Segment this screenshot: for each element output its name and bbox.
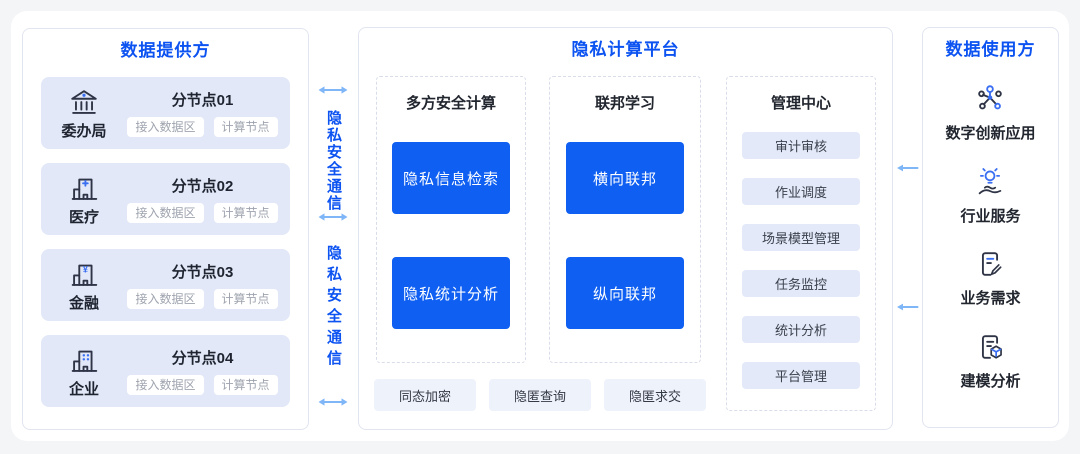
consumer-item: 业务需求 xyxy=(960,247,1021,308)
capability-chip-row: 同态加密 隐匿查询 隐匿求交 xyxy=(374,379,706,411)
provider-node-title: 分节点01 xyxy=(171,92,234,109)
left-arrow-icon xyxy=(896,162,919,174)
data-provider-title: 数据提供方 xyxy=(120,41,211,60)
data-consumer-panel: 数据使用方 xyxy=(922,27,1059,428)
consumer-item-label: 建模分析 xyxy=(960,372,1021,390)
compute-node-tag: 计算节点 xyxy=(213,289,278,309)
finance-building-icon: ¥ xyxy=(67,258,101,292)
document-cube-icon xyxy=(973,330,1007,364)
provider-node-title: 分节点03 xyxy=(171,264,234,281)
mpc-column: 多方安全计算 隐私信息检索 隐私统计分析 xyxy=(376,76,526,363)
consumer-item-label: 行业服务 xyxy=(960,207,1021,225)
provider-icon-col: 委办局 xyxy=(41,86,127,141)
provider-node-label: 金融 xyxy=(68,294,99,312)
federated-learning-column: 联邦学习 横向联邦 纵向联邦 xyxy=(549,76,701,363)
consumer-item: 行业服务 xyxy=(960,165,1021,226)
access-data-zone-tag: 接入数据区 xyxy=(127,203,204,223)
audit-review-pill[interactable]: 审计审核 xyxy=(742,132,860,159)
management-item-list: 审计审核 作业调度 场景模型管理 任务监控 统计分析 平台管理 xyxy=(727,132,875,389)
compute-node-tag: 计算节点 xyxy=(213,375,278,395)
provider-node-card: 医疗 分节点02 接入数据区 计算节点 xyxy=(41,163,290,235)
lightbulb-hand-icon xyxy=(973,165,1007,199)
access-data-zone-tag: 接入数据区 xyxy=(127,117,204,137)
provider-node-label: 委办局 xyxy=(61,122,107,140)
provider-node-label: 医疗 xyxy=(68,208,99,226)
provider-node-title: 分节点02 xyxy=(171,178,234,195)
network-nodes-icon xyxy=(973,82,1007,116)
consumer-item-list: 数字创新应用 行业服 xyxy=(923,61,1058,416)
double-arrow-icon xyxy=(317,211,349,223)
mpc-column-title: 多方安全计算 xyxy=(405,95,496,112)
provider-node-list: 委办局 分节点01 接入数据区 计算节点 xyxy=(23,77,308,407)
data-consumer-title: 数据使用方 xyxy=(945,40,1036,59)
management-center-column: 管理中心 审计审核 作业调度 场景模型管理 任务监控 统计分析 平台管理 xyxy=(726,76,876,411)
privacy-platform-title: 隐私计算平台 xyxy=(571,40,680,59)
anonymous-query-chip[interactable]: 隐匿查询 xyxy=(489,379,591,411)
provider-node-title: 分节点04 xyxy=(171,350,234,367)
provider-node-label: 企业 xyxy=(68,380,99,398)
government-building-icon xyxy=(67,86,101,120)
scenario-model-management-pill[interactable]: 场景模型管理 xyxy=(742,224,860,251)
private-set-intersection-chip[interactable]: 隐匿求交 xyxy=(604,379,706,411)
privacy-platform-panel: 隐私计算平台 多方安全计算 隐私信息检索 隐私统计分析 联邦学习 横向联邦 纵向… xyxy=(358,27,893,430)
provider-icon-col: ¥ 金融 xyxy=(41,258,127,313)
access-data-zone-tag: 接入数据区 xyxy=(127,289,204,309)
hospital-building-icon xyxy=(67,172,101,206)
federated-learning-title: 联邦学习 xyxy=(594,95,655,112)
horizontal-federation-button[interactable]: 横向联邦 xyxy=(566,142,684,214)
compute-node-tag: 计算节点 xyxy=(213,203,278,223)
provider-node-card: 委办局 分节点01 接入数据区 计算节点 xyxy=(41,77,290,149)
vertical-federation-button[interactable]: 纵向联邦 xyxy=(566,257,684,329)
task-monitoring-pill[interactable]: 任务监控 xyxy=(742,270,860,297)
private-statistical-analysis-button[interactable]: 隐私统计分析 xyxy=(392,257,510,329)
access-data-zone-tag: 接入数据区 xyxy=(127,375,204,395)
enterprise-building-icon xyxy=(67,344,101,378)
compute-node-tag: 计算节点 xyxy=(213,117,278,137)
management-center-title: 管理中心 xyxy=(770,95,831,112)
private-information-retrieval-button[interactable]: 隐私信息检索 xyxy=(392,142,510,214)
left-arrow-icon xyxy=(896,301,919,313)
statistical-analysis-pill[interactable]: 统计分析 xyxy=(742,316,860,343)
provider-node-card: 企业 分节点04 接入数据区 计算节点 xyxy=(41,335,290,407)
platform-management-pill[interactable]: 平台管理 xyxy=(742,362,860,389)
data-provider-panel: 数据提供方 委办局 分节点01 xyxy=(22,28,309,430)
provider-node-card: ¥ 金融 分节点03 接入数据区 计算节点 xyxy=(41,249,290,321)
secure-link-label: 隐私安全通信 xyxy=(325,110,342,212)
double-arrow-icon xyxy=(317,396,349,408)
document-edit-icon xyxy=(973,247,1007,281)
provider-icon-col: 医疗 xyxy=(41,172,127,227)
double-arrow-icon xyxy=(317,84,349,96)
svg-text:¥: ¥ xyxy=(83,264,89,275)
provider-icon-col: 企业 xyxy=(41,344,127,399)
consumer-item: 建模分析 xyxy=(960,330,1021,391)
job-scheduling-pill[interactable]: 作业调度 xyxy=(742,178,860,205)
consumer-item: 数字创新应用 xyxy=(945,82,1036,143)
consumer-item-label: 业务需求 xyxy=(960,290,1021,308)
homomorphic-encryption-chip[interactable]: 同态加密 xyxy=(374,379,476,411)
consumer-item-label: 数字创新应用 xyxy=(945,125,1036,143)
secure-link-label: 隐私安全通信 xyxy=(325,245,342,371)
